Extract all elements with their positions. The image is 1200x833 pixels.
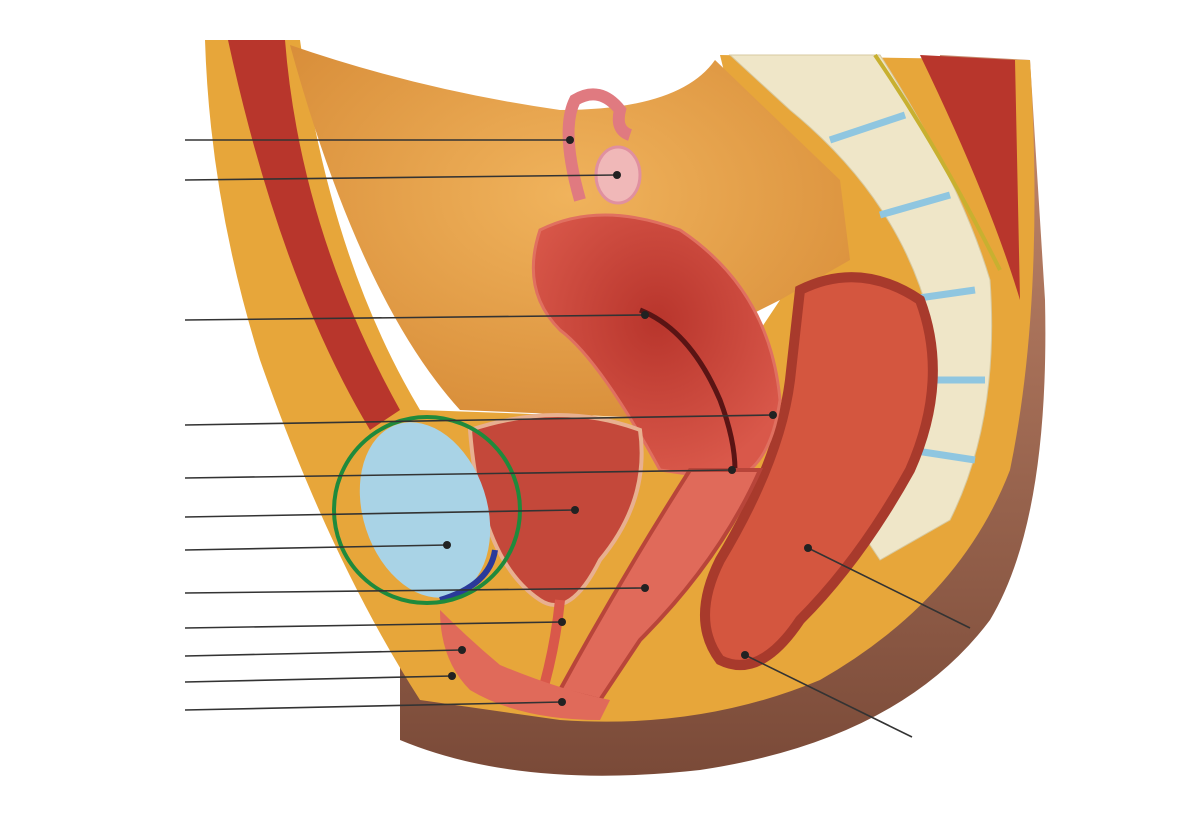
leader-line xyxy=(184,469,733,479)
rectum xyxy=(700,272,938,670)
leader-line xyxy=(184,649,463,657)
clitoral-body xyxy=(439,549,498,603)
leader-line xyxy=(184,414,774,426)
pubic-symphysis xyxy=(359,422,491,598)
leader-line xyxy=(184,544,448,551)
leader-line xyxy=(184,701,563,711)
rectus-muscle xyxy=(228,40,400,430)
fallopian-tube xyxy=(562,88,633,202)
spinal-nerves xyxy=(873,53,1002,271)
back-muscle xyxy=(920,55,1020,300)
leader-line xyxy=(184,675,453,683)
leader-line xyxy=(184,587,646,594)
leader-lines xyxy=(184,136,971,738)
leader-line xyxy=(184,509,576,518)
leader-line xyxy=(807,547,971,629)
leader-line xyxy=(184,174,618,181)
uterine-cavity xyxy=(639,307,738,471)
leader-line xyxy=(184,621,563,629)
leader-line xyxy=(184,314,646,321)
leader-line xyxy=(744,654,913,738)
uterus xyxy=(531,213,782,482)
labia xyxy=(440,610,610,720)
highlight-circle xyxy=(332,415,522,605)
